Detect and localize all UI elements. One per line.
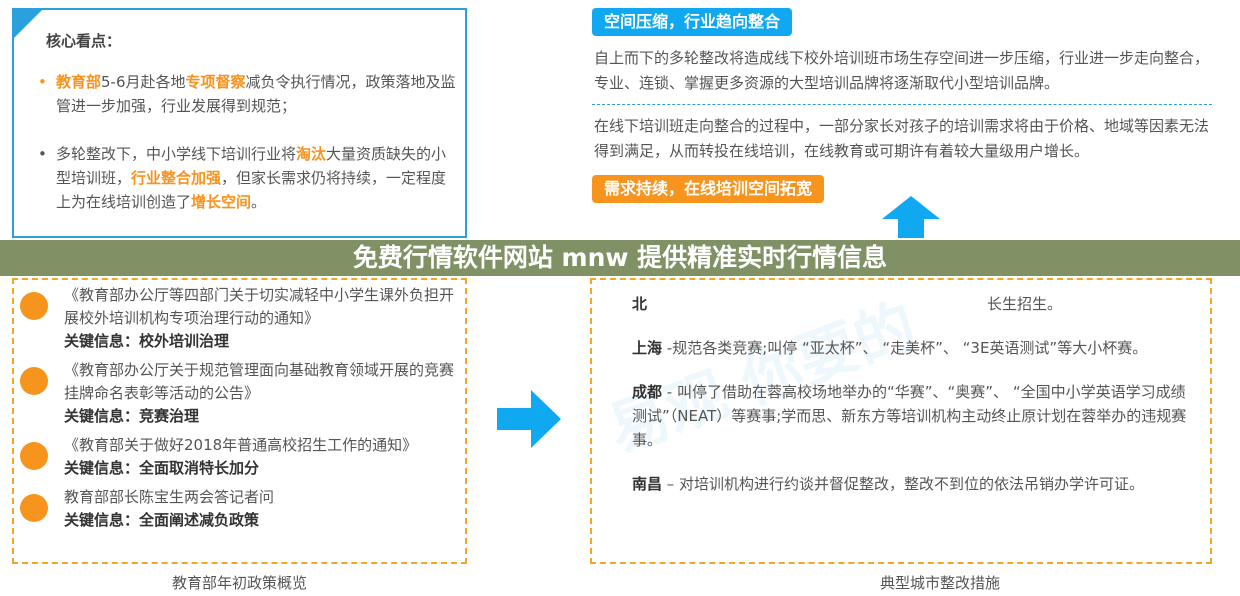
policy-item: 《教育部办公厅等四部门关于切实减轻中小学生课外负担开展校外培训机构专项治理行动的… bbox=[20, 284, 460, 353]
city-text: -规范各类竞赛;叫停 “亚太杯”、 “走美杯”、 “3E英语测试”等大小杯赛。 bbox=[662, 339, 1148, 357]
city-name: 南昌 bbox=[632, 475, 663, 493]
city-name: 上海 bbox=[632, 339, 663, 357]
highlight-text: 教育部 bbox=[56, 73, 102, 91]
corner-triangle bbox=[14, 10, 42, 38]
policy-title: 《教育部办公厅关于规范管理面向基础教育领域开展的竞赛挂牌命名表彰等活动的公告》 bbox=[64, 361, 455, 402]
divider bbox=[592, 104, 1212, 105]
tag-space-compression: 空间压缩，行业趋向整合 bbox=[592, 8, 793, 36]
highlight-text: 增长空间 bbox=[191, 193, 252, 211]
arrow-up-icon bbox=[882, 196, 940, 238]
city-item: 上海 -规范各类竞赛;叫停 “亚太杯”、 “走美杯”、 “3E英语测试”等大小杯… bbox=[632, 336, 1197, 360]
bullet-circle-icon bbox=[20, 442, 48, 470]
bullet-text: 减负令执行情况，政策落地及监管进一步加强，行业发展得到规范； bbox=[56, 73, 456, 115]
policy-title: 《教育部办公厅等四部门关于切实减轻中小学生课外负担开展校外培训机构专项治理行动的… bbox=[64, 286, 455, 327]
policies-caption: 教育部年初政策概览 bbox=[171, 574, 307, 592]
promo-banner: 免费行情软件网站 mnw 提供精准实时行情信息 bbox=[0, 240, 1240, 276]
cities-box bbox=[590, 278, 1212, 564]
bullet-circle-icon bbox=[20, 292, 48, 320]
policies-box bbox=[12, 278, 467, 564]
bullet-text: 5-6月赴各地 bbox=[101, 73, 186, 91]
core-points-box: 核心看点： •教育部5-6月赴各地专项督察减负令执行情况，政策落地及监管进一步加… bbox=[12, 8, 467, 238]
core-bullet-1: •教育部5-6月赴各地专项督察减负令执行情况，政策落地及监管进一步加强，行业发展… bbox=[38, 73, 456, 115]
policy-item: 教育部部长陈宝生两会答记者问关键信息：全面阐述减负政策 bbox=[20, 486, 460, 532]
policy-title: 《教育部关于做好2018年普通高校招生工作的通知》 bbox=[64, 436, 418, 454]
paragraph-integration: 自上而下的多轮整改将造成线下校外培训班市场生存空间进一步压缩，行业进一步走向整合… bbox=[594, 49, 1210, 92]
city-item: 北 长生招生。 bbox=[632, 292, 1197, 316]
highlight-text: 专项督察 bbox=[185, 73, 246, 91]
bullet-text: 大量资质缺失的小型培训班， bbox=[56, 145, 447, 187]
policy-key: 关键信息：竞赛治理 bbox=[64, 407, 200, 425]
core-bullet-2: •多轮整改下，中小学线下培训行业将淘汰大量资质缺失的小型培训班，行业整合加强，但… bbox=[38, 145, 447, 211]
city-name: 成都 bbox=[632, 383, 663, 401]
city-name: 北 bbox=[632, 295, 648, 313]
policy-key: 关键信息：全面阐述减负政策 bbox=[64, 511, 260, 529]
policy-item: 《教育部关于做好2018年普通高校招生工作的通知》关键信息：全面取消特长加分 bbox=[20, 434, 460, 480]
policy-title: 教育部部长陈宝生两会答记者问 bbox=[64, 488, 275, 506]
city-text: – 对培训机构进行约谈并督促整改，整改不到位的依法吊销办学许可证。 bbox=[662, 475, 1145, 493]
city-text: - 叫停了借助在蓉高校场地举办的“华赛”、“奥赛”、 “全国中小学英语学习成绩测… bbox=[632, 383, 1187, 449]
policy-key: 关键信息：全面取消特长加分 bbox=[64, 459, 260, 477]
bullet-text: ，但家长需求仍将持续，一定程度上为在线培训创造了 bbox=[56, 169, 447, 211]
tag-demand-continues: 需求持续，在线培训空间拓宽 bbox=[592, 175, 825, 203]
bullet-circle-icon bbox=[20, 494, 48, 522]
cities-list: 北 长生招生。 上海 -规范各类竞赛;叫停 “亚太杯”、 “走美杯”、 “3E英语… bbox=[632, 292, 1197, 496]
policy-key: 关键信息：校外培训治理 bbox=[64, 332, 230, 350]
arrow-right-icon bbox=[497, 390, 561, 448]
city-text: 长生招生。 bbox=[987, 295, 1063, 313]
bullet-text: 。 bbox=[251, 193, 267, 211]
policies-list: 《教育部办公厅等四部门关于切实减轻中小学生课外负担开展校外培训机构专项治理行动的… bbox=[20, 284, 460, 532]
bullet-text: 多轮整改下，中小学线下培训行业将 bbox=[56, 145, 297, 163]
core-title: 核心看点： bbox=[46, 32, 122, 50]
highlight-text: 淘汰 bbox=[296, 145, 327, 163]
cities-caption: 典型城市整改措施 bbox=[879, 574, 1000, 592]
highlight-text: 行业整合加强 bbox=[131, 169, 222, 187]
city-item: 南昌 – 对培训机构进行约谈并督促整改，整改不到位的依法吊销办学许可证。 bbox=[632, 472, 1197, 496]
policy-item: 《教育部办公厅关于规范管理面向基础教育领域开展的竞赛挂牌命名表彰等活动的公告》关… bbox=[20, 359, 460, 428]
bullet-circle-icon bbox=[20, 367, 48, 395]
city-item: 成都 - 叫停了借助在蓉高校场地举办的“华赛”、“奥赛”、 “全国中小学英语学习… bbox=[632, 380, 1197, 452]
paragraph-online-demand: 在线下培训班走向整合的过程中，一部分家长对孩子的培训需求将由于价格、地域等因素无… bbox=[594, 117, 1210, 160]
